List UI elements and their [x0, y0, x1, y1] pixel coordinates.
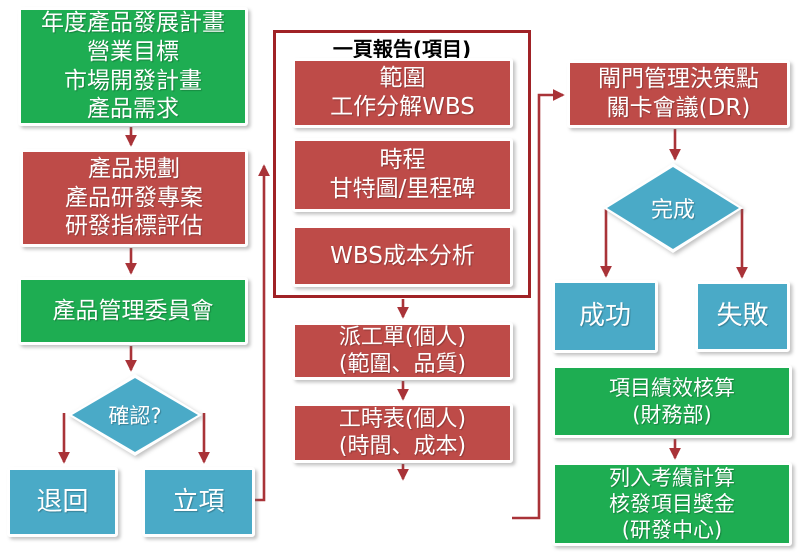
node-reward: 列入考績計算 核發項目獎金 (研發中心) [552, 462, 792, 546]
complete-diamond-fill: 完成 [607, 167, 739, 249]
node-annual-plan-label: 年度產品發展計畫 營業目標 市場開發計畫 產品需求 [41, 10, 225, 123]
node-reward-label: 列入考績計算 核發項目獎金 (研發中心) [609, 465, 735, 543]
node-scope-label: 範圍 工作分解WBS [330, 65, 475, 120]
node-reject: 退回 [7, 467, 118, 537]
node-fail-label: 失敗 [716, 301, 769, 332]
node-cost-analysis-label: WBS成本分析 [330, 242, 475, 269]
node-annual-plan: 年度產品發展計畫 營業目標 市場開發計畫 產品需求 [18, 7, 248, 126]
node-approve-label: 立項 [172, 486, 225, 517]
node-reject-label: 退回 [36, 486, 89, 517]
node-fail: 失敗 [695, 281, 790, 352]
node-confirm-label: 確認? [108, 404, 162, 428]
node-timesheet: 工時表(個人) (時間、成本) [292, 403, 513, 463]
confirm-diamond-fill: 確認? [72, 378, 198, 452]
node-work-order: 派工單(個人) (範圍、品質) [292, 322, 513, 380]
node-gate-review: 閘門管理決策點 關卡會議(DR) [567, 60, 790, 128]
node-committee-label: 產品管理委員會 [52, 297, 214, 324]
node-complete-diamond: 完成 [603, 163, 743, 253]
node-schedule: 時程 甘特圖/里程碑 [292, 138, 513, 212]
node-schedule-label: 時程 甘特圖/里程碑 [329, 147, 476, 202]
node-committee: 產品管理委員會 [18, 277, 248, 345]
node-success: 成功 [552, 280, 658, 353]
node-cost-analysis: WBS成本分析 [292, 225, 513, 287]
node-performance-label: 項目績效核算 (財務部) [609, 376, 735, 427]
node-product-planning: 產品規劃 產品研發專案 研發指標評估 [20, 149, 248, 247]
connector-loop-to-gate [512, 89, 565, 520]
node-confirm-diamond: 確認? [68, 374, 202, 456]
node-gate-review-label: 閘門管理決策點 關卡會議(DR) [598, 66, 759, 121]
node-timesheet-label: 工時表(個人) (時間、成本) [338, 406, 467, 459]
node-scope: 範圍 工作分解WBS [292, 58, 513, 128]
connector-approve-to-report [255, 164, 270, 502]
report-group-frame [273, 30, 531, 298]
node-approve: 立項 [142, 467, 255, 537]
node-performance: 項目績效核算 (財務部) [552, 365, 792, 438]
node-work-order-label: 派工單(個人) (範圍、品質) [338, 324, 467, 377]
report-group-title: 一頁報告(項目) [332, 37, 472, 61]
node-product-planning-label: 產品規劃 產品研發專案 研發指標評估 [65, 156, 203, 240]
node-success-label: 成功 [578, 301, 631, 332]
node-complete-label: 完成 [650, 198, 695, 223]
